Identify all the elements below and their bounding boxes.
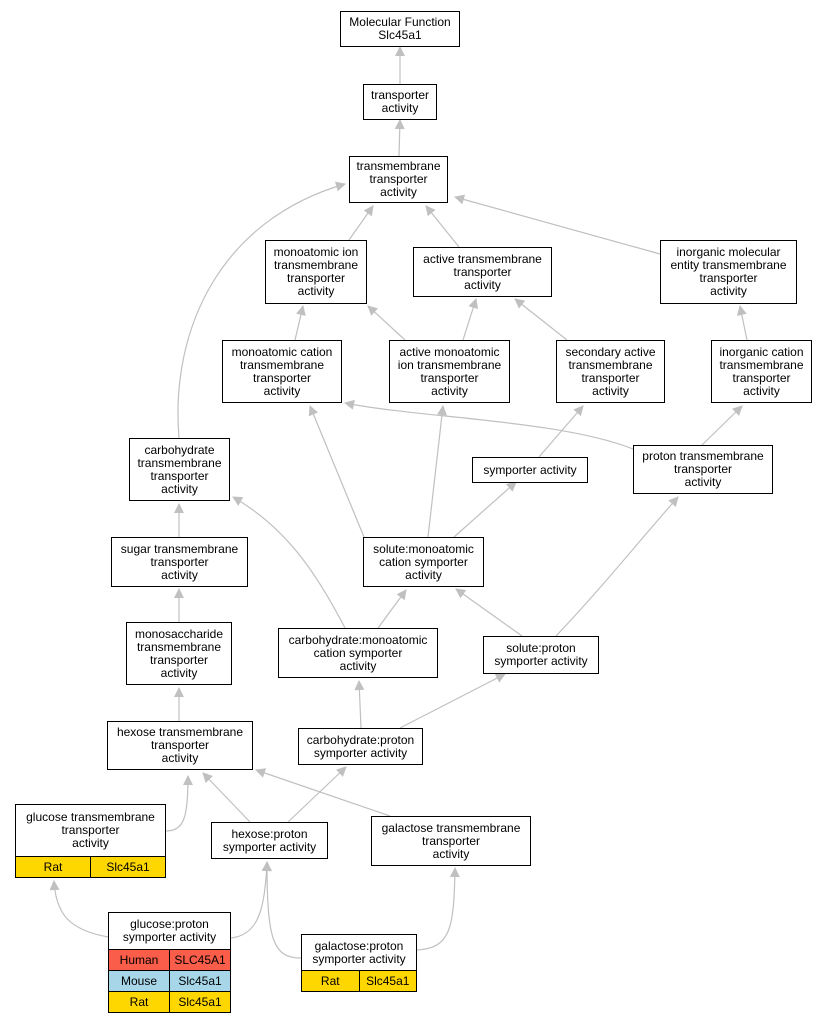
edge-solute-proton-to-parent [555,496,679,637]
ortholog-row: Rat Slc45a1 [16,857,165,877]
species-cell: Mouse [120,973,158,988]
gene-cell: Slc45a1 [169,971,230,991]
ortholog-table: Rat Slc45a1 [302,970,416,991]
node-solute-monoatomic-cation-symporter-activity[interactable]: solute:monoatomic cation symporter activ… [363,537,484,587]
edge-carb-monoatomic-to-parent [232,496,346,629]
node-monoatomic-cation-transmembrane-transporter-activity[interactable]: monoatomic cation transmembrane transpor… [222,340,342,403]
edge-proton-tm-to-parent [344,399,634,450]
edge-galactose-proton-to-parent [262,861,302,959]
edge-symporter-to-parent [538,405,584,458]
node-carbohydrate-proton-symporter-activity[interactable]: carbohydrate:proton symporter activity [298,728,423,765]
edge-carb-proton-to-parent [399,673,506,729]
gene-cell: Slc45a1 [358,971,417,991]
node-inorganic-molecular-entity-transmembrane-transporter-activity[interactable]: inorganic molecular entity transmembrane… [660,240,797,304]
node-molecular-function[interactable]: Molecular Function Slc45a1 [340,11,460,47]
species-cell: Rat [129,994,149,1009]
node-galactose-transmembrane-transporter-activity[interactable]: galactose transmembrane transporter acti… [371,816,531,866]
node-hexose-transmembrane-transporter-activity[interactable]: hexose transmembrane transporter activit… [107,721,253,770]
edge-solute-monoatomic-to-parent [453,481,517,538]
edge-tm-transporter-to-parent [394,119,405,157]
node-monoatomic-ion-transmembrane-transporter-activity[interactable]: monoatomic ion transmembrane transporter… [265,240,367,304]
edge-solute-monoatomic-to-parent [427,405,447,538]
species-cell: Human [119,952,159,967]
node-carbohydrate-transmembrane-transporter-activity[interactable]: carbohydrate transmembrane transporter a… [129,438,230,501]
ortholog-row: Mouse Slc45a1 [109,970,230,991]
edge-carb-monoatomic-to-parent [377,589,407,629]
node-carbohydrate-monoatomic-cation-symporter-activity[interactable]: carbohydrate:monoatomic cation symporter… [278,628,438,678]
edge-galactose-proton-to-parent [416,867,460,951]
node-glucose-transmembrane-transporter-activity[interactable]: glucose transmembrane transporter activi… [15,804,166,878]
edge-active-tm-to-parent [425,205,460,248]
species-cell: Rat [43,859,63,874]
edge-active-monoatomic-to-parent [462,298,479,341]
edge-hexose-proton-to-parent [287,766,347,823]
ortholog-row: Human SLC45A1 [109,950,230,970]
edge-glucose-proton-to-parent [230,861,272,939]
edge-active-monoatomic-to-parent [367,305,406,341]
edge-solute-monoatomic-to-parent [308,405,365,538]
gene-cell: Slc45a1 [169,992,230,1012]
edge-carb-proton-to-parent [354,680,365,729]
node-inorganic-cation-transmembrane-transporter-activity[interactable]: inorganic cation transmembrane transport… [711,340,812,403]
edge-solute-proton-to-parent [455,588,523,637]
ortholog-table: Rat Slc45a1 [16,856,165,877]
edge-monoatomic-cation-to-parent [294,305,306,341]
node-symporter-activity[interactable]: symporter activity [472,457,588,483]
edge-proton-tm-to-parent [701,405,743,446]
edge-carbohydrate-tm-to-parent [177,181,346,439]
node-transporter-activity[interactable]: transporter activity [363,84,437,120]
species-cell: Rat [320,973,340,988]
ortholog-row: Rat Slc45a1 [109,991,230,1012]
edge-inorganic-molecular-to-parent [454,194,661,255]
node-secondary-active-transmembrane-transporter-activity[interactable]: secondary active transmembrane transport… [556,340,665,403]
node-transmembrane-transporter-activity[interactable]: transmembrane transporter activity [349,156,448,203]
node-monosaccharide-transmembrane-transporter-activity[interactable]: monosaccharide transmembrane transporter… [126,622,232,685]
edge-secondary-active-to-parent [514,298,568,341]
gene-cell: SLC45A1 [169,950,230,970]
node-sugar-transmembrane-transporter-activity[interactable]: sugar transmembrane transporter activity [111,537,248,587]
edge-hexose-proton-to-parent [202,772,251,823]
node-solute-proton-symporter-activity[interactable]: solute:proton symporter activity [483,636,599,674]
edge-glucose-proton-to-parent [49,880,109,938]
edge-monoatomic-ion-to-parent [348,205,374,241]
edge-glucose-tm-to-parent [165,775,193,832]
node-hexose-proton-symporter-activity[interactable]: hexose:proton symporter activity [211,822,328,859]
node-active-transmembrane-transporter-activity[interactable]: active transmembrane transporter activit… [413,247,552,297]
ortholog-row: Rat Slc45a1 [302,971,416,991]
gene-cell: Slc45a1 [90,857,165,877]
node-active-monoatomic-ion-transmembrane-transporter-activity[interactable]: active monoatomic ion transmembrane tran… [389,340,510,403]
edge-inorganic-cation-to-parent [736,305,748,341]
node-proton-transmembrane-transporter-activity[interactable]: proton transmembrane transporter activit… [633,445,773,494]
edge-galactose-tm-to-parent [255,768,391,817]
